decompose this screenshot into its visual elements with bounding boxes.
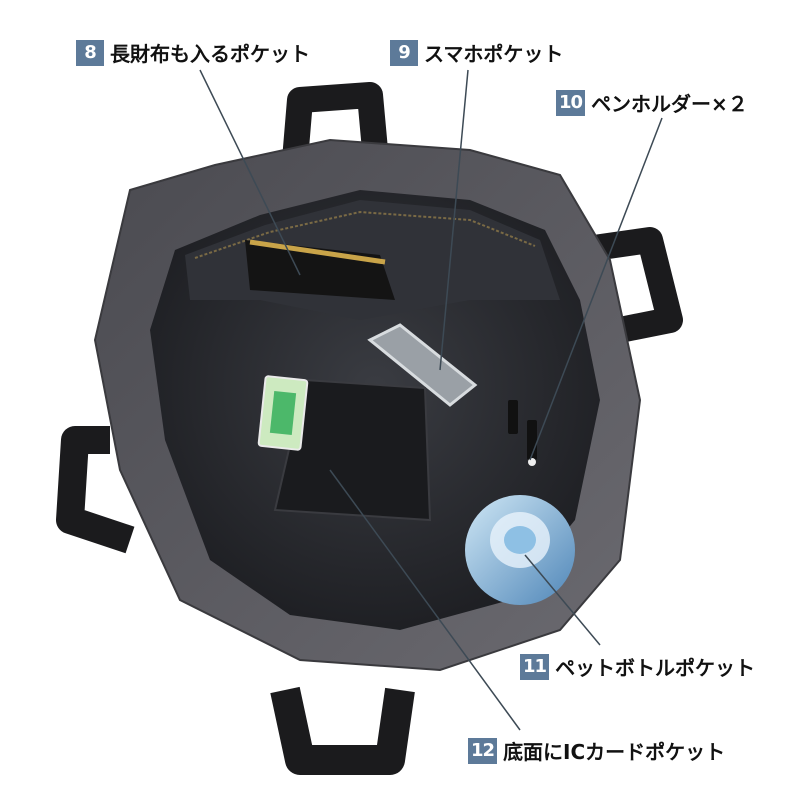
callout-wallet-pocket: 8 長財布も入るポケット	[76, 38, 310, 67]
callout-number: 9	[390, 39, 418, 66]
callout-label: ペンホルダー×２	[591, 92, 748, 116]
card-pocket-panel	[257, 375, 432, 522]
leader-lines	[199, 69, 663, 731]
callout-number: 10	[556, 89, 586, 116]
callout-label: ペットボトルポケット	[555, 656, 756, 680]
callout-number: 8	[76, 39, 104, 66]
callout-phone-pocket: 9 スマホポケット	[390, 38, 563, 67]
callout-label: 長財布も入るポケット	[110, 42, 310, 66]
phone-icon	[367, 323, 478, 407]
wallet-icon	[245, 239, 395, 300]
callout-pen-holder: 10 ペンホルダー×２	[556, 88, 748, 117]
callout-card-pocket: 12 底面にICカードポケット	[468, 736, 725, 765]
callout-bottle-pocket: 11 ペットボトルポケット	[520, 652, 755, 681]
callout-number: 12	[468, 737, 498, 764]
bag-straps	[56, 82, 683, 775]
bottle-icon	[465, 495, 575, 605]
callout-number: 11	[520, 653, 550, 680]
callout-label: 底面にICカードポケット	[503, 740, 726, 764]
callout-label: スマホポケット	[424, 42, 564, 66]
